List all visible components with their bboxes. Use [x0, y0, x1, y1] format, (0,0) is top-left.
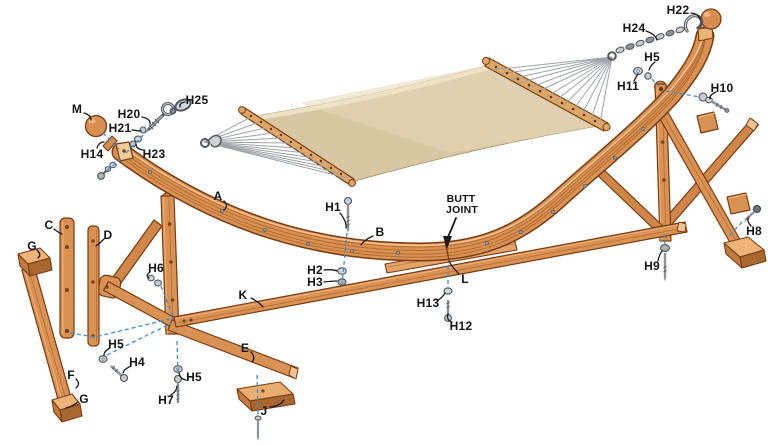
assembly-guides [69, 78, 743, 415]
right-ball-finial [700, 8, 722, 30]
screw-h8 [743, 204, 762, 223]
bolt-h10 [698, 92, 730, 113]
rear-brace-end-face [745, 117, 759, 132]
butt-joint-arrow [443, 217, 457, 249]
spacer-wedge-upper [696, 111, 719, 134]
beam-left-end-hole [122, 149, 126, 153]
eye-bolt-h20 [147, 102, 175, 131]
hammock [200, 51, 617, 187]
chain-h24 [615, 26, 685, 54]
leader-lines [36, 12, 752, 409]
leg-e [167, 319, 299, 379]
right-aframe [594, 80, 767, 269]
spreader-holes-right [494, 65, 597, 123]
hammock-hem [248, 65, 492, 121]
washer-h11-nut-h5c [633, 66, 652, 80]
rail-k [173, 221, 688, 328]
leg-e-end-face [288, 365, 299, 380]
washers-h6 [147, 274, 162, 287]
s-hook-h22 [683, 14, 704, 33]
rail-k-end-face [676, 221, 687, 233]
spacer-wedge-lower [726, 192, 751, 215]
washer-h5a-bolt-h4 [98, 355, 129, 383]
foot-pad-j [236, 381, 296, 412]
left-aframe [97, 192, 299, 380]
foot-cap-g-top [17, 247, 53, 277]
beam-screws [148, 127, 645, 256]
slat-c [59, 217, 75, 339]
leg-f [17, 247, 83, 423]
right-foot-side [739, 249, 767, 269]
washer-h2 [337, 267, 347, 275]
snap-clip-h25 [169, 98, 192, 115]
slat-d [87, 225, 100, 347]
screw-under-j [254, 415, 262, 441]
left-string-hook [200, 134, 222, 148]
nut-h21 [139, 126, 147, 134]
washer-bolt-h9 [660, 244, 670, 282]
spreader-holes-left [249, 114, 343, 176]
foot-cap-g-bottom [51, 393, 83, 423]
bolt-h1 [343, 196, 353, 233]
ball-finial-m [84, 114, 108, 138]
hammock-strings-right [491, 56, 613, 124]
right-string-ring [607, 51, 617, 61]
right-strut [594, 166, 667, 236]
